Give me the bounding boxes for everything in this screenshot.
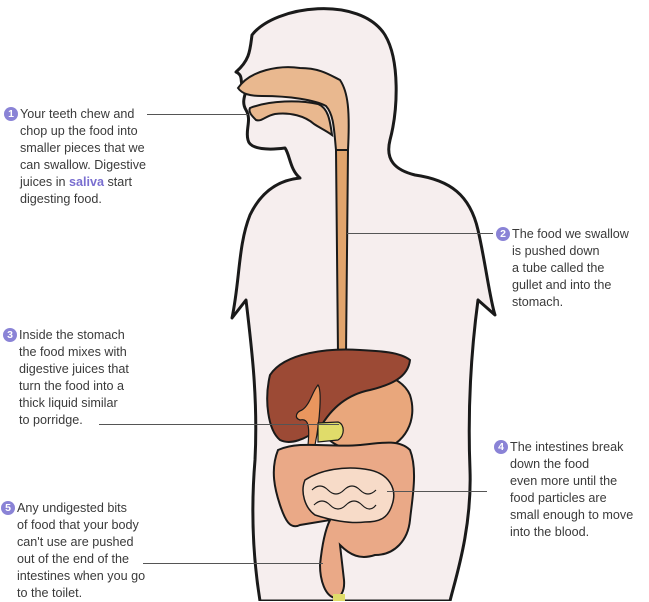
callout-text-line: juices in saliva start — [20, 174, 146, 191]
callout-text-line: even more until the — [510, 474, 618, 488]
callout-text-line: down the food — [510, 457, 590, 471]
callout-text-line: turn the food into a — [19, 379, 125, 393]
callout-4-intestines: 4 The intestines break down the food eve… — [494, 439, 634, 541]
gall-bladder — [317, 421, 344, 443]
number-badge-5: 5 — [1, 501, 15, 515]
callout-2-gullet: 2 The food we swallow is pushed down a t… — [496, 226, 629, 311]
callout-text-line: food particles are — [510, 491, 607, 505]
number-badge-3: 3 — [3, 328, 17, 342]
callout-text-line: is pushed down — [512, 244, 600, 258]
callout-text: start — [104, 175, 133, 189]
callout-text-line: digesting food. — [20, 192, 102, 206]
callout-text-line: Inside the stomach — [19, 328, 125, 342]
number-badge-1: 1 — [4, 107, 18, 121]
callout-5-undigested: 5 Any undigested bits of food that your … — [1, 500, 146, 602]
callout-text-line: chop up the food into — [20, 124, 138, 138]
keyword-saliva: saliva — [69, 175, 105, 189]
callout-text: juices in — [20, 175, 69, 189]
gullet — [334, 149, 350, 356]
callout-text-line: thick liquid similar — [19, 396, 118, 410]
callout-text-line: Any undigested bits — [17, 501, 127, 515]
leader-line-3 — [99, 424, 339, 425]
callout-text-line: can swallow. Digestive — [20, 158, 146, 172]
callout-text-line: stomach. — [512, 295, 564, 309]
leader-line-5 — [143, 563, 323, 564]
leader-line-4 — [387, 491, 487, 492]
tongue — [248, 100, 334, 138]
callout-text-line: small enough to move — [510, 508, 634, 522]
callout-text-line: a tube called the — [512, 261, 605, 275]
callout-text-line: intestines when you go — [17, 569, 146, 583]
callout-text-line: The food we swallow — [512, 227, 629, 241]
number-badge-2: 2 — [496, 227, 510, 241]
callout-text-line: of food that your body — [17, 518, 139, 532]
leader-line-2 — [347, 233, 493, 234]
callout-text-line: to porridge. — [19, 413, 83, 427]
callout-text-line: out of the end of the — [17, 552, 130, 566]
leader-line-1 — [147, 114, 248, 115]
callout-1-teeth: 1 Your teeth chew and chop up the food i… — [4, 106, 146, 208]
callout-3-stomach: 3 Inside the stomach the food mixes with… — [3, 327, 129, 429]
small-intestine — [302, 467, 395, 524]
callout-text-line: the food mixes with — [19, 345, 127, 359]
callout-text-line: into the blood. — [510, 525, 590, 539]
callout-text-line: smaller pieces that we — [20, 141, 145, 155]
callout-text-line: can't use are pushed — [17, 535, 134, 549]
callout-text-line: digestive juices that — [19, 362, 129, 376]
callout-text-line: Your teeth chew and — [20, 107, 135, 121]
callout-text-line: The intestines break — [510, 440, 624, 454]
callout-text-line: to the toilet. — [17, 586, 83, 600]
number-badge-4: 4 — [494, 440, 508, 454]
callout-text-line: gullet and into the — [512, 278, 612, 292]
small-intestine-folds — [311, 485, 377, 510]
rectum-end — [333, 594, 345, 601]
